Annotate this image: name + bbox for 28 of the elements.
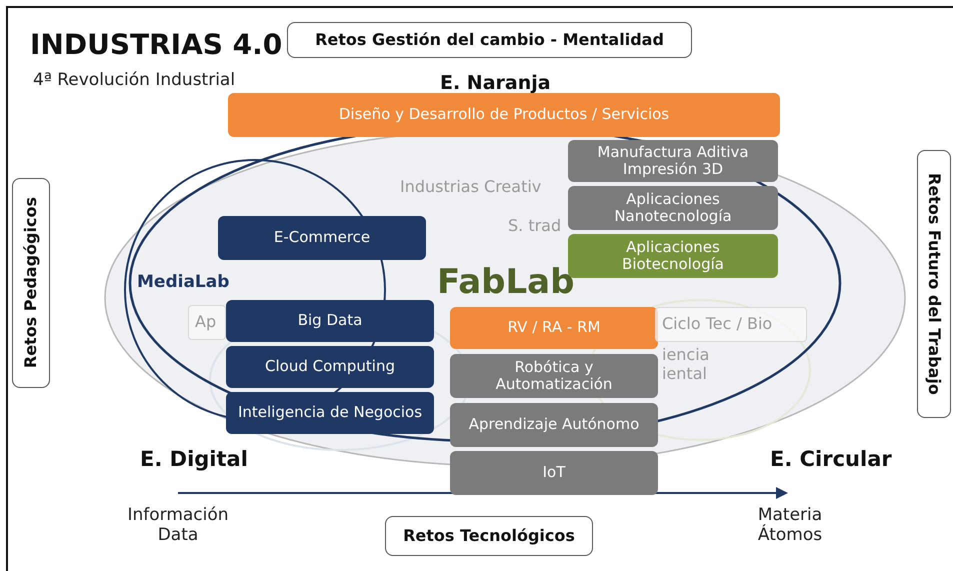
group-label: MediaLab xyxy=(137,272,230,292)
topic-box: Inteligencia de Negocios xyxy=(226,392,434,434)
topic-box: Aprendizaje Autónomo xyxy=(450,403,658,447)
faded-text: Industrias Creativ xyxy=(400,177,542,196)
faded-band: Ap xyxy=(188,305,226,340)
axis-label: Materia Átomos xyxy=(756,505,824,546)
title: INDUSTRIAS 4.0 xyxy=(30,28,282,62)
faded-band: Ciclo Tec / Bio xyxy=(655,307,807,342)
challenge-box: Retos Tecnológicos xyxy=(385,516,593,556)
section-heading: E. Circular xyxy=(770,447,892,472)
subtitle: 4ª Revolución Industrial xyxy=(33,70,236,90)
topic-box: E-Commerce xyxy=(218,216,426,260)
topic-box: Cloud Computing xyxy=(226,346,434,388)
faded-text: iencia iental xyxy=(662,345,710,384)
section-heading: E. Naranja xyxy=(440,72,551,95)
challenge-box: Retos Gestión del cambio - Mentalidad xyxy=(287,22,692,58)
axis-label: Información Data xyxy=(126,505,230,546)
topic-box: IoT xyxy=(450,451,658,495)
topic-box: Robótica y Automatización xyxy=(450,354,658,398)
section-heading: E. Digital xyxy=(140,447,248,472)
topic-box: Manufactura Aditiva Impresión 3D xyxy=(568,140,778,182)
topic-box: RV / RA - RM xyxy=(450,307,658,349)
faded-text: S. trad xyxy=(508,216,562,236)
challenge-box: Retos Futuro del Trabajo xyxy=(917,150,951,418)
topic-box: Aplicaciones Nanotecnología xyxy=(568,186,778,230)
topic-box: Diseño y Desarrollo de Productos / Servicios xyxy=(228,93,780,137)
topic-box: Big Data xyxy=(226,300,434,342)
challenge-box: Retos Pedagógicos xyxy=(12,178,50,388)
